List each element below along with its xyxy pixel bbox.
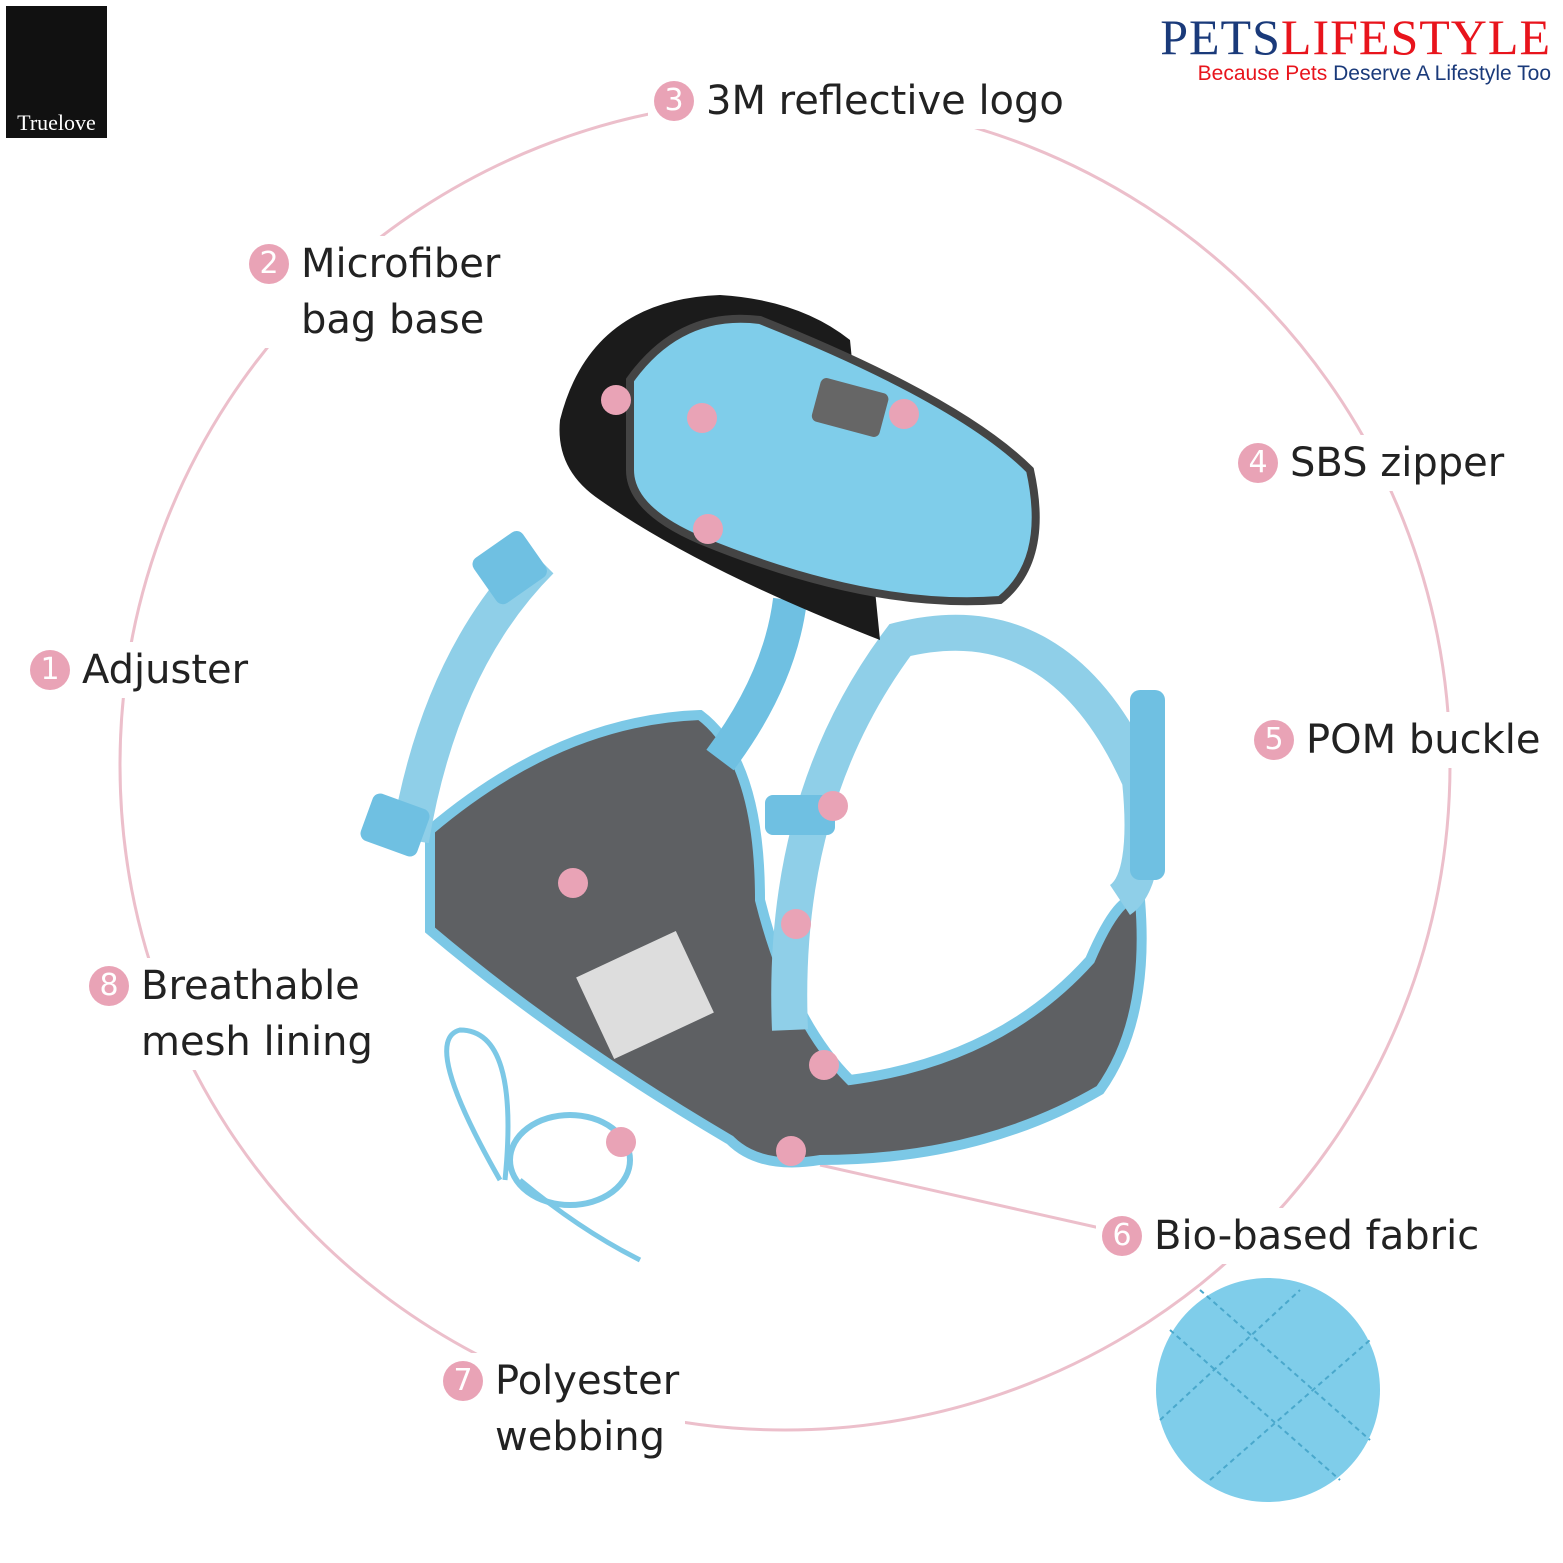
leash — [444, 1027, 511, 1182]
fabric-swatch — [1156, 1278, 1380, 1502]
truelove-logo: Truelove — [6, 6, 107, 138]
bag-body — [626, 314, 1040, 606]
strap — [706, 597, 807, 771]
pointer-line — [819, 1163, 1101, 1230]
part-markers — [558, 385, 919, 1166]
petslifestyle-logo: PETSLIFESTYLE Because Pets Deserve A Lif… — [1160, 9, 1551, 85]
